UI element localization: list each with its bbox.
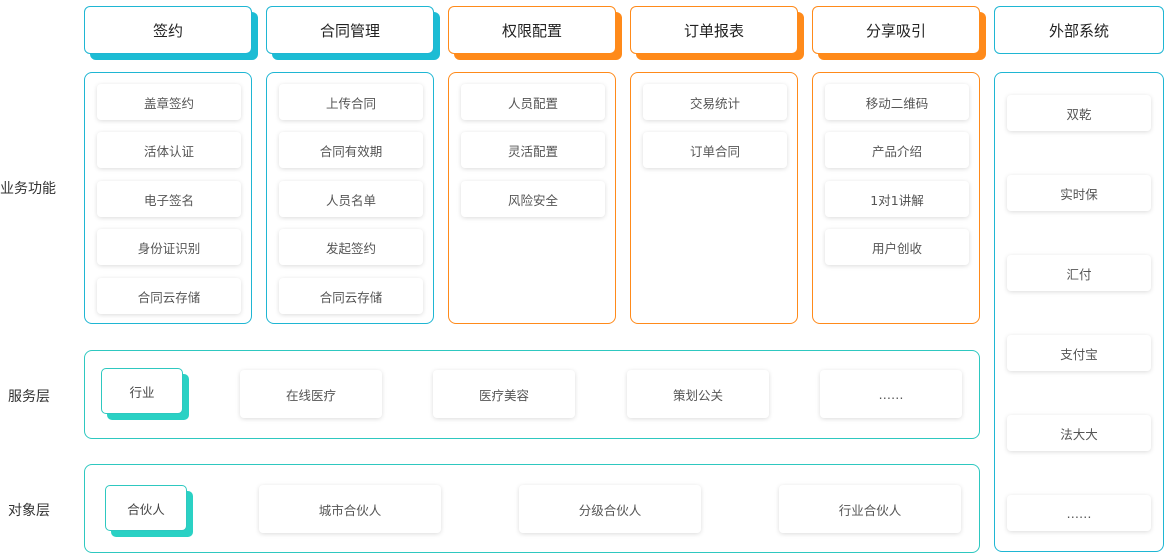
external-system-card[interactable]: 双乾 <box>1007 95 1151 131</box>
external-system-card[interactable]: 汇付 <box>1007 255 1151 291</box>
feature-card[interactable]: 发起签约 <box>279 229 423 265</box>
feature-card[interactable]: 人员配置 <box>461 84 605 120</box>
service-card[interactable]: 策划公关 <box>627 370 769 418</box>
feature-card[interactable]: 订单合同 <box>643 132 787 168</box>
feature-card[interactable]: 人员名单 <box>279 181 423 217</box>
object-card[interactable]: 行业合伙人 <box>779 485 961 533</box>
external-system-card[interactable]: 实时保 <box>1007 175 1151 211</box>
column-header-signing[interactable]: 签约 <box>84 6 258 60</box>
feature-card[interactable]: 用户创收 <box>825 229 969 265</box>
feature-card[interactable]: 上传合同 <box>279 84 423 120</box>
feature-card[interactable]: 身份证识别 <box>97 229 241 265</box>
column-header-permissions[interactable]: 权限配置 <box>448 6 622 60</box>
row-label-business: 业务功能 <box>0 181 56 197</box>
object-card[interactable]: 城市合伙人 <box>259 485 441 533</box>
row-label-service: 服务层 <box>8 389 50 405</box>
external-system-card[interactable]: …… <box>1007 495 1151 531</box>
column-header-share-attract[interactable]: 分享吸引 <box>812 6 986 60</box>
service-card[interactable]: 医疗美容 <box>433 370 575 418</box>
service-layer-tag[interactable]: 行业 <box>101 368 189 420</box>
feature-card[interactable]: 合同云存储 <box>279 278 423 314</box>
object-layer-panel: 合伙人 城市合伙人 分级合伙人 行业合伙人 <box>84 464 980 553</box>
feature-card[interactable]: 盖章签约 <box>97 84 241 120</box>
external-system-card[interactable]: 支付宝 <box>1007 335 1151 371</box>
feature-card[interactable]: 电子签名 <box>97 181 241 217</box>
service-card[interactable]: …… <box>820 370 962 418</box>
column-panel-share-attract: 移动二维码 产品介绍 1对1讲解 用户创收 <box>812 72 980 324</box>
tag-label: 合伙人 <box>105 485 187 531</box>
object-layer-tag[interactable]: 合伙人 <box>105 485 193 537</box>
column-panel-permissions: 人员配置 灵活配置 风险安全 <box>448 72 616 324</box>
column-title: 权限配置 <box>448 6 616 54</box>
column-panel-signing: 盖章签约 活体认证 电子签名 身份证识别 合同云存储 <box>84 72 252 324</box>
column-title: 订单报表 <box>630 6 798 54</box>
column-header-order-reports[interactable]: 订单报表 <box>630 6 804 60</box>
feature-card[interactable]: 合同有效期 <box>279 132 423 168</box>
feature-card[interactable]: 风险安全 <box>461 181 605 217</box>
column-panel-contract-management: 上传合同 合同有效期 人员名单 发起签约 合同云存储 <box>266 72 434 324</box>
feature-card[interactable]: 交易统计 <box>643 84 787 120</box>
service-layer-panel: 行业 在线医疗 医疗美容 策划公关 …… <box>84 350 980 439</box>
feature-card[interactable]: 产品介绍 <box>825 132 969 168</box>
feature-card[interactable]: 移动二维码 <box>825 84 969 120</box>
tag-label: 行业 <box>101 368 183 414</box>
service-card[interactable]: 在线医疗 <box>240 370 382 418</box>
object-card[interactable]: 分级合伙人 <box>519 485 701 533</box>
column-header-external-systems[interactable]: 外部系统 <box>994 6 1164 54</box>
column-title: 分享吸引 <box>812 6 980 54</box>
feature-card[interactable]: 合同云存储 <box>97 278 241 314</box>
column-panel-external-systems: 双乾 实时保 汇付 支付宝 法大大 …… <box>994 72 1164 552</box>
external-system-card[interactable]: 法大大 <box>1007 415 1151 451</box>
feature-card[interactable]: 1对1讲解 <box>825 181 969 217</box>
feature-card[interactable]: 活体认证 <box>97 132 241 168</box>
row-label-object: 对象层 <box>8 503 50 519</box>
feature-card[interactable]: 灵活配置 <box>461 132 605 168</box>
column-panel-order-reports: 交易统计 订单合同 <box>630 72 798 324</box>
column-title: 合同管理 <box>266 6 434 54</box>
column-title: 签约 <box>84 6 252 54</box>
column-header-contract-management[interactable]: 合同管理 <box>266 6 440 60</box>
